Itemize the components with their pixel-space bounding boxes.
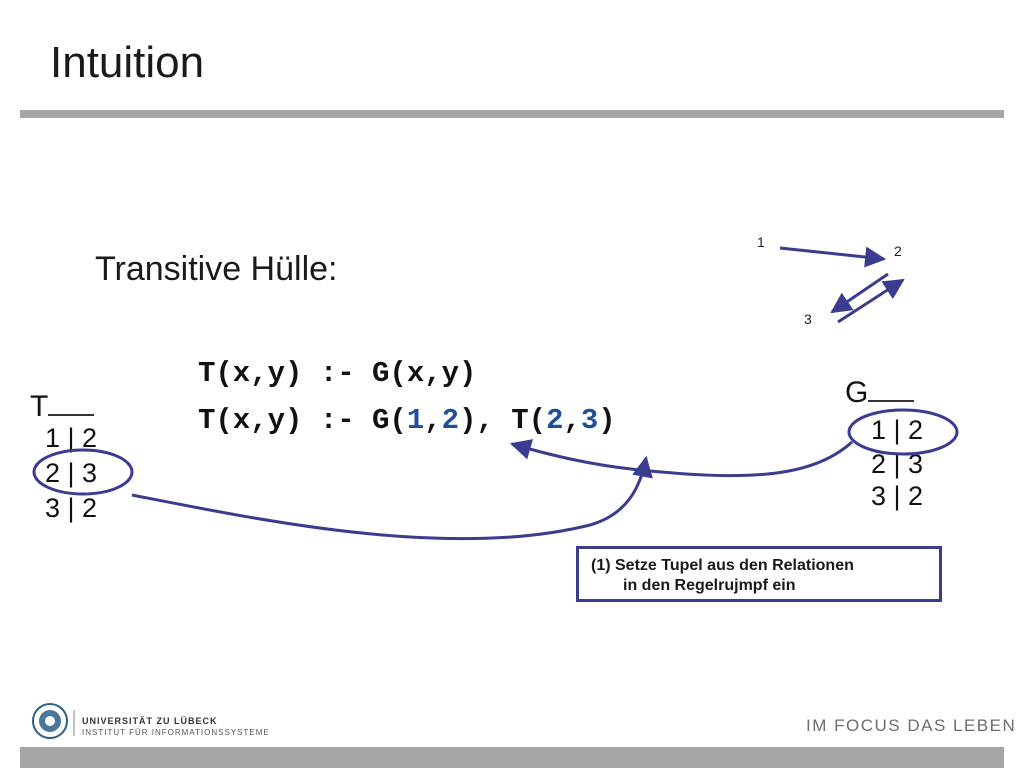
institute-name: INSTITUT FÜR INFORMATIONSSYSTEME xyxy=(82,728,270,737)
footer-slogan: IM FOCUS DAS LEBEN xyxy=(806,716,1017,735)
title-divider xyxy=(20,110,1004,118)
slide-title: Intuition xyxy=(50,38,205,87)
relation-t-underline xyxy=(48,413,95,416)
datalog-rule-1: T(x,y) :- G(x,y) xyxy=(198,357,477,390)
relation-t-row: 1 | 2 xyxy=(45,423,98,453)
relation-g-row: 3 | 2 xyxy=(871,481,924,511)
relation-t-row: 3 | 2 xyxy=(45,493,98,523)
slide-subtitle: Transitive Hülle: xyxy=(95,250,338,288)
note-line-2: in den Regelrujmpf ein xyxy=(623,577,796,594)
footer-bar xyxy=(20,747,1004,768)
relation-t-header: T xyxy=(30,390,95,424)
arrow-t-to-rule xyxy=(131,455,653,541)
rule2-part: T(x,y) :- G( xyxy=(198,404,407,437)
university-seal-icon xyxy=(32,703,68,739)
relation-t-name: T xyxy=(30,390,49,423)
arrow-g-to-rule xyxy=(509,439,854,478)
rule2-comma: , xyxy=(563,404,581,437)
graph-edge-1-2 xyxy=(779,246,887,268)
relation-t-row: 2 | 3 xyxy=(45,458,98,488)
rule2-comma: , xyxy=(424,404,442,437)
graph-node-3: 3 xyxy=(804,311,812,327)
rule2-part: ) xyxy=(598,404,616,437)
university-name: UNIVERSITÄT ZU LÜBECK xyxy=(82,716,218,726)
rule2-arg: 2 xyxy=(546,404,564,437)
rule2-part: ), T( xyxy=(459,404,547,437)
graph-node-2: 2 xyxy=(894,243,902,259)
graph-edge-2-3 xyxy=(830,272,889,314)
graph-node-1: 1 xyxy=(757,234,765,250)
rule2-arg: 1 xyxy=(406,404,425,437)
datalog-rule-2: T(x,y) :- G(1,2), T(2,3) xyxy=(198,404,616,437)
note-line-1: (1) Setze Tupel aus den Relationen xyxy=(591,557,854,574)
relation-g-name: G xyxy=(845,376,869,409)
graph-edge-3-2 xyxy=(837,278,905,324)
rule2-arg: 2 xyxy=(441,404,460,437)
relation-g-highlight xyxy=(847,408,959,456)
rule2-arg: 3 xyxy=(580,404,599,437)
annotation-note: (1) Setze Tupel aus den Relationen in de… xyxy=(576,546,942,602)
relation-g-header: G xyxy=(845,376,915,410)
relation-g-row: 1 | 2 xyxy=(871,415,924,445)
relation-g-underline xyxy=(868,399,915,402)
relation-t-highlight xyxy=(32,448,134,496)
